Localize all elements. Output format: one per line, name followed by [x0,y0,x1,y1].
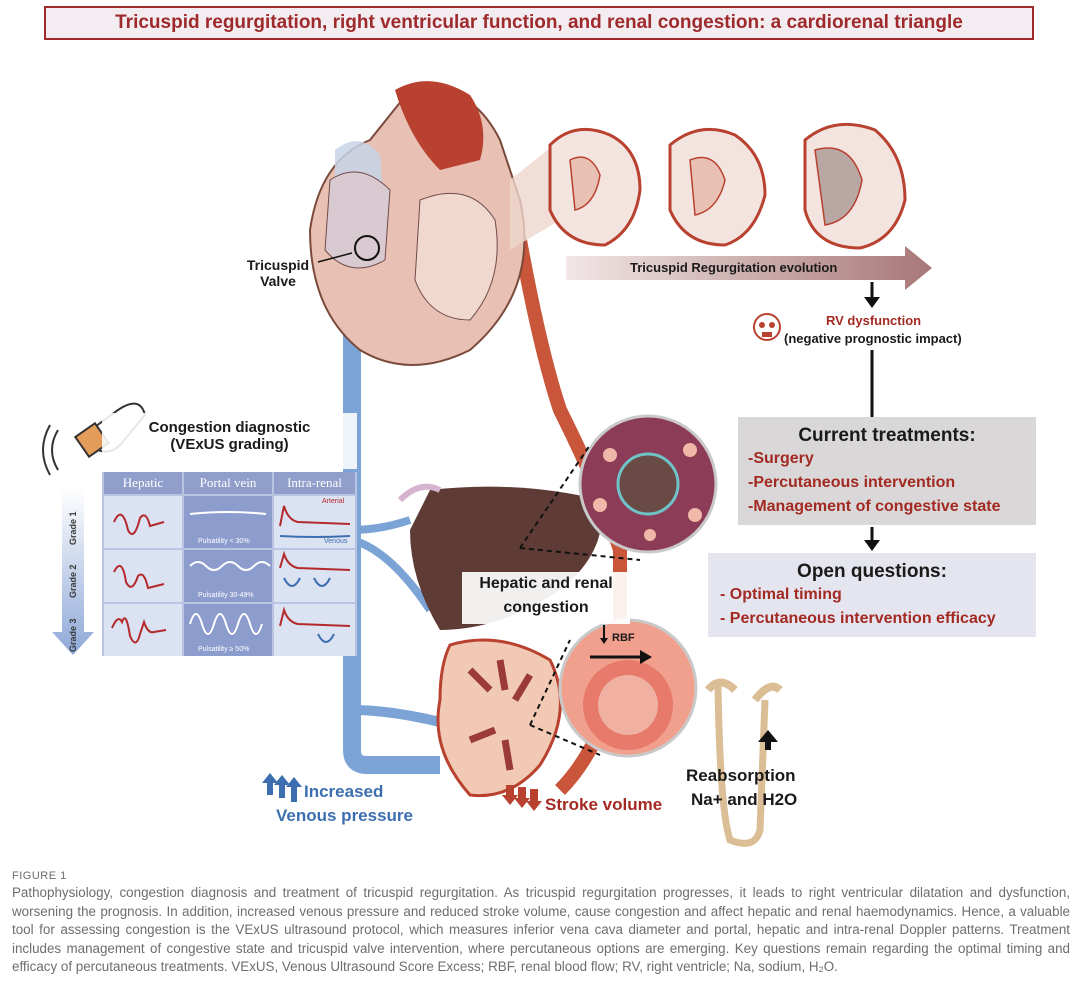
pulsatility-grade2: Pulsatility 30-49% [198,592,254,599]
open-questions-panel: Open questions: - Optimal timing - Percu… [708,553,1036,637]
figure-title: Tricuspid regurgitation, right ventricul… [115,12,963,33]
reabsorption-arrow [758,730,778,742]
open-question-item: - Optimal timing [720,586,842,603]
vexus-subtitle: (VExUS grading) [170,436,289,453]
grade-3-label: Grade 3 [68,618,78,652]
kidney-illustration [436,638,562,798]
venous-pressure-up-arrows [262,773,302,802]
vexus-grid: Hepatic Portal vein Intra-renal Pulsatil… [102,472,357,656]
figure-label: FIGURE 1 [12,870,67,882]
vexus-title: Congestion diagnostic [148,419,311,436]
grade-2-label: Grade 2 [68,564,78,598]
tr-evolution-arrow [566,246,932,290]
venous-pressure-label: Venous pressure [276,806,414,825]
tr-evolution-label: Tricuspid Regurgitation evolution [630,260,838,275]
hepatic-renal-label: Hepatic and renal congestion [479,575,613,616]
treatment-item: -Management of congestive state [748,498,1001,515]
portal-wave-grade3: Pulsatility ≥ 50% [184,604,272,656]
pulsatility-grade1: Pulsatility < 30% [198,538,250,545]
grade-arrow [52,488,94,655]
treatment-item: -Percutaneous intervention [748,474,956,491]
na-h2o-label: Na+ and H2O [691,790,798,809]
inferior-vena-cava [343,330,440,774]
vexus-title-box: Congestion diagnostic (VExUS grading) [102,413,357,469]
nephron-tubule [714,685,769,847]
portal-wave-grade2: Pulsatility 30-49% [184,550,272,602]
reabsorption-label: Reabsorption [686,766,796,785]
tr-evolution-heart-1 [548,127,642,247]
hepatic-renal-label-box: Hepatic and renal congestion [462,572,630,624]
current-treatments-heading: Current treatments: [798,425,976,446]
tr-evolution-heart-2 [668,127,767,247]
renal-wave-grade1: Arterial Venous [274,496,355,548]
vexus-col-portal: Portal vein [184,472,272,494]
tr-evolution-heart-3 [803,122,907,250]
grade-1-label: Grade 1 [68,511,78,545]
liver-illustration [410,486,602,630]
treatment-item: -Surgery [748,450,814,467]
arrow-down-2 [864,540,880,551]
vexus-col-hepatic: Hepatic [104,472,182,494]
portal-wave-grade1: Pulsatility < 30% [184,496,272,548]
hepatic-wave-grade3 [104,604,182,656]
zoom-wedge [510,140,560,250]
renal-wave-grade3 [274,604,355,656]
open-questions-heading: Open questions: [797,561,947,582]
figure-title-box: Tricuspid regurgitation, right ventricul… [44,6,1034,40]
tricuspid-valve-label: Tricuspid Valve [246,257,310,289]
rbf-label: RBF [612,632,635,644]
stroke-volume-label: Stroke volume [545,795,663,814]
pulsatility-grade3: Pulsatility ≥ 50% [198,646,250,653]
venous-label: Venous [324,538,348,545]
glomerulus-circle [558,618,698,758]
current-treatments-panel: Current treatments: -Surgery -Percutaneo… [738,417,1036,525]
figure-caption: Pathophysiology, congestion diagnosis an… [12,885,1070,975]
increased-label: Increased [304,782,384,801]
skull-icon [753,313,781,341]
arterial-label: Arterial [322,498,345,505]
stroke-volume-down-arrows [502,785,542,811]
rv-impact-label: (negative prognostic impact) [784,331,962,346]
renal-wave-grade2 [274,550,355,602]
renal-vein-branch [351,705,442,727]
heart-illustration [308,81,526,366]
hepatic-wave-grade2 [104,550,182,602]
rv-dysfunction-label: RV dysfunction [826,313,922,328]
tricuspid-valve-marker [354,235,380,261]
cardiorenal-illustration [42,81,932,847]
open-question-item: - Percutaneous intervention efficacy [720,610,996,627]
hepatic-wave-grade1 [104,496,182,548]
arrow-down-1 [864,297,880,308]
vexus-col-intrarenal: Intra-renal [274,472,355,494]
liver-histology-circle [578,414,718,554]
